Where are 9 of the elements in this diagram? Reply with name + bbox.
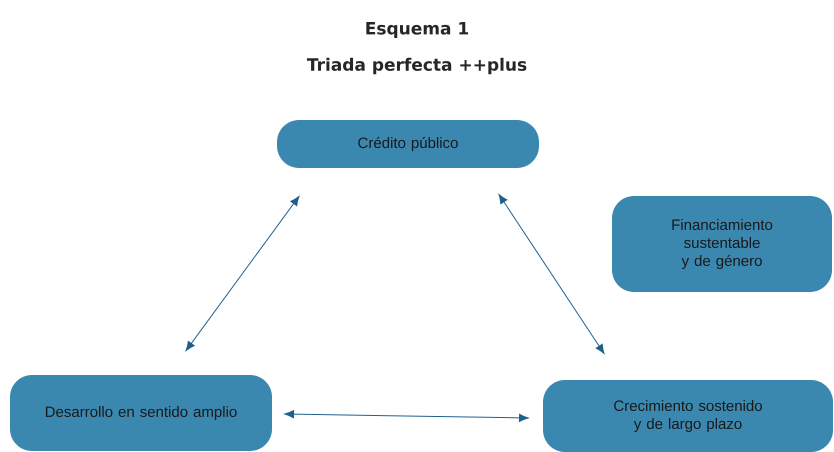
subtitle: Triada perfecta ++plus [306, 58, 526, 74]
double-arrow [186, 196, 300, 351]
double-arrow [284, 410, 529, 422]
rounded-box: Crédito público [277, 120, 539, 168]
rounded-box: Desarrollo en sentido amplio [10, 375, 272, 451]
rounded-box: Crecimiento sostenido y de largo plazo [543, 380, 834, 452]
double-arrow [498, 194, 604, 354]
title: Esquema 1 [366, 22, 468, 38]
rounded-box: Financiamiento sustentable y de género [612, 196, 832, 292]
